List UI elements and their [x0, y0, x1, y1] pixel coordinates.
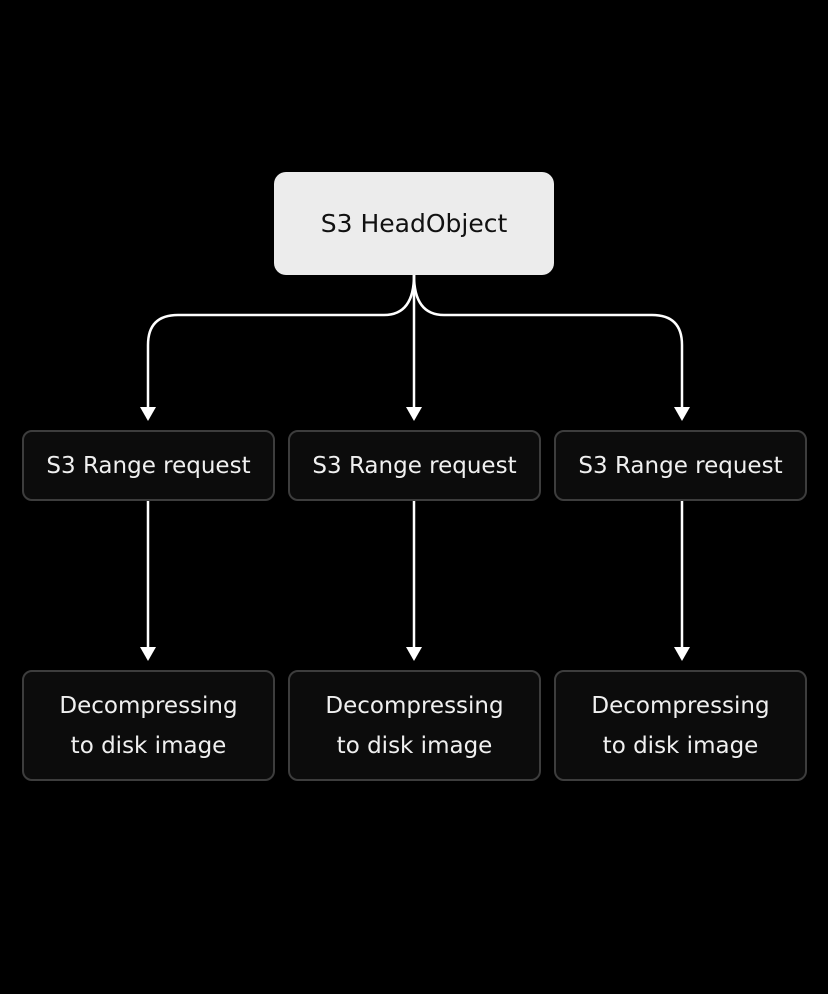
node-decompress-2-line1: Decompressing: [325, 692, 504, 719]
arrowhead-range-center: [406, 407, 422, 421]
node-decompress-2-line2: to disk image: [336, 732, 493, 759]
node-range-request-1: S3 Range request: [22, 430, 275, 501]
node-range-request-2: S3 Range request: [288, 430, 541, 501]
node-range-request-3-label: S3 Range request: [578, 452, 783, 479]
node-s3-headobject-label: S3 HeadObject: [320, 209, 508, 238]
node-decompress-3-text: Decompressing to disk image: [591, 686, 769, 766]
arrowhead-range-left: [140, 407, 156, 421]
arrowhead-decompress-right: [674, 647, 690, 661]
arrowhead-decompress-center: [406, 647, 422, 661]
node-s3-headobject: S3 HeadObject: [274, 172, 554, 275]
arrow-root-to-range-left: [146, 274, 416, 408]
node-decompress-3-line2: to disk image: [602, 732, 759, 759]
node-decompress-1-line1: Decompressing: [59, 692, 238, 719]
node-range-request-3: S3 Range request: [554, 430, 807, 501]
node-decompress-2-text: Decompressing to disk image: [325, 686, 503, 766]
node-decompress-2: Decompressing to disk image: [288, 670, 541, 781]
arrowhead-decompress-left: [140, 647, 156, 661]
arrow-root-to-range-right: [412, 274, 684, 408]
node-decompress-1-text: Decompressing to disk image: [59, 686, 237, 766]
node-range-request-2-label: S3 Range request: [312, 452, 517, 479]
node-decompress-3: Decompressing to disk image: [554, 670, 807, 781]
node-range-request-1-label: S3 Range request: [46, 452, 251, 479]
arrowhead-range-right: [674, 407, 690, 421]
node-decompress-1-line2: to disk image: [70, 732, 227, 759]
node-decompress-1: Decompressing to disk image: [22, 670, 275, 781]
node-decompress-3-line1: Decompressing: [591, 692, 770, 719]
